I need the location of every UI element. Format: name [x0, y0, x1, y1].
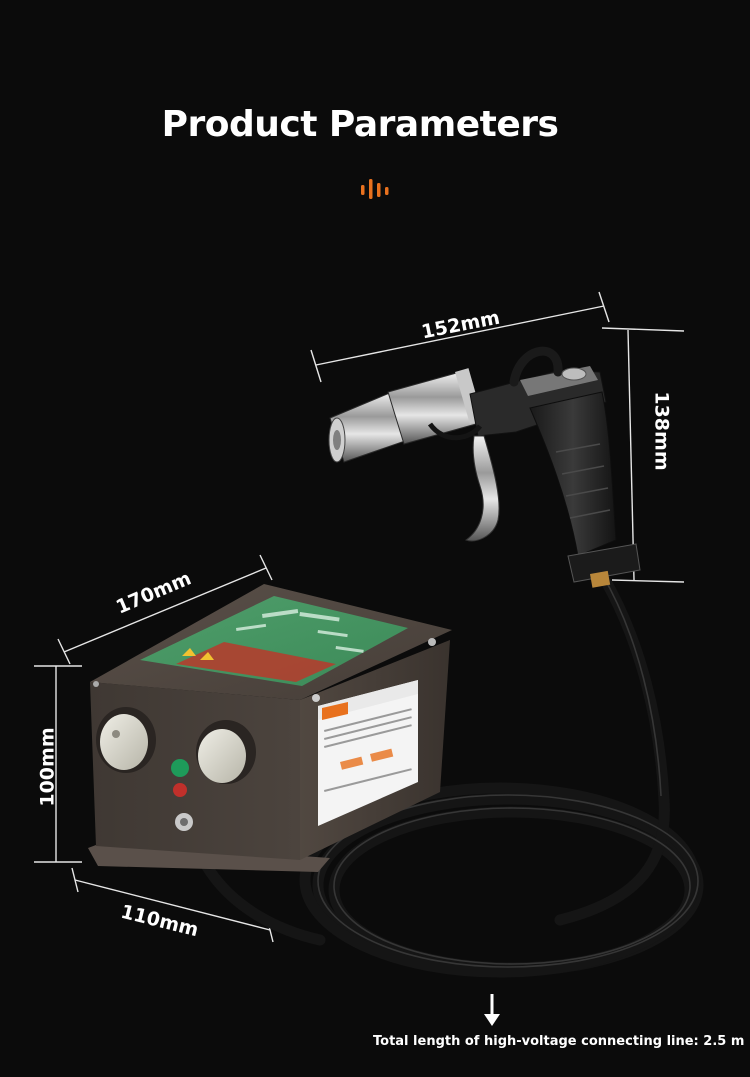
arrow-down-icon [484, 994, 500, 1026]
dimension-lines [34, 291, 685, 943]
dimension-gun-height: 138mm [650, 391, 673, 471]
dimension-box-height: 100mm [36, 727, 59, 807]
hv-cable-length-note: Total length of high-voltage connecting … [373, 1034, 745, 1049]
ion-air-gun [328, 346, 641, 588]
sound-bars-icon [361, 179, 389, 199]
power-box [88, 584, 452, 872]
page-title: Product Parameters [161, 104, 559, 145]
